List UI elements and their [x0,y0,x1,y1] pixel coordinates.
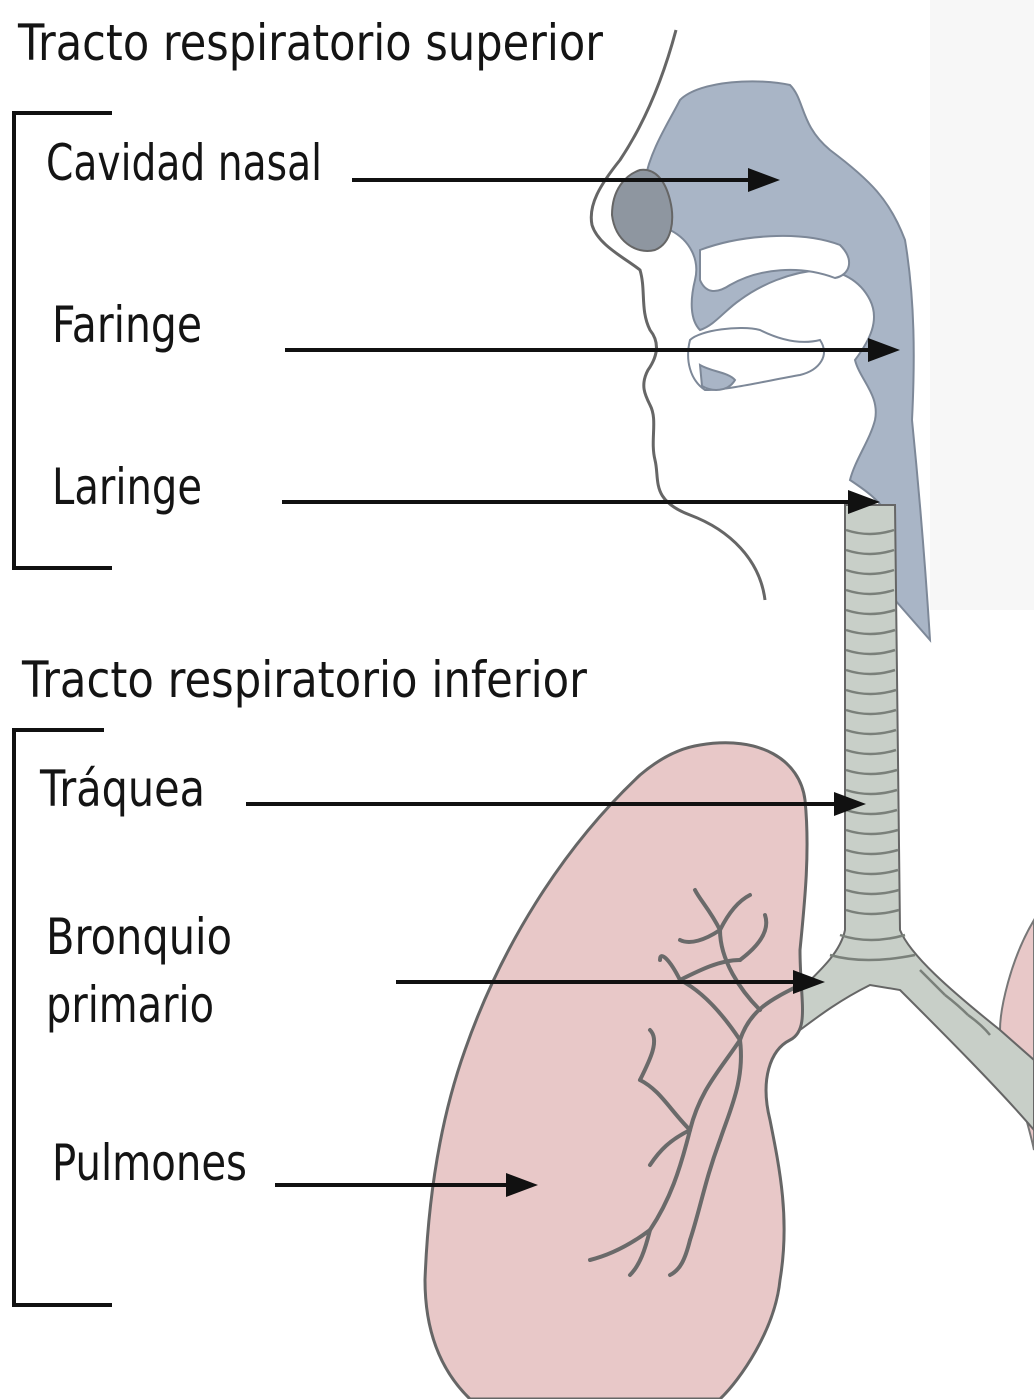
laringe-label: Laringe [52,458,202,516]
pulmones-label: Pulmones [52,1134,247,1192]
primario-label: primario [46,976,214,1034]
bronquio-label: Bronquio [46,908,232,966]
traquea-label: Tráquea [39,760,205,818]
background-panel [930,0,1034,610]
faringe-label: Faringe [52,296,202,354]
upper-tract-title: Tracto respiratorio superior [17,14,603,72]
palate-shape [700,236,849,291]
lung-shape [425,743,807,1399]
cavidad-nasal-label: Cavidad nasal [46,134,322,192]
lower-tract-title: Tracto respiratorio inferior [21,651,587,709]
